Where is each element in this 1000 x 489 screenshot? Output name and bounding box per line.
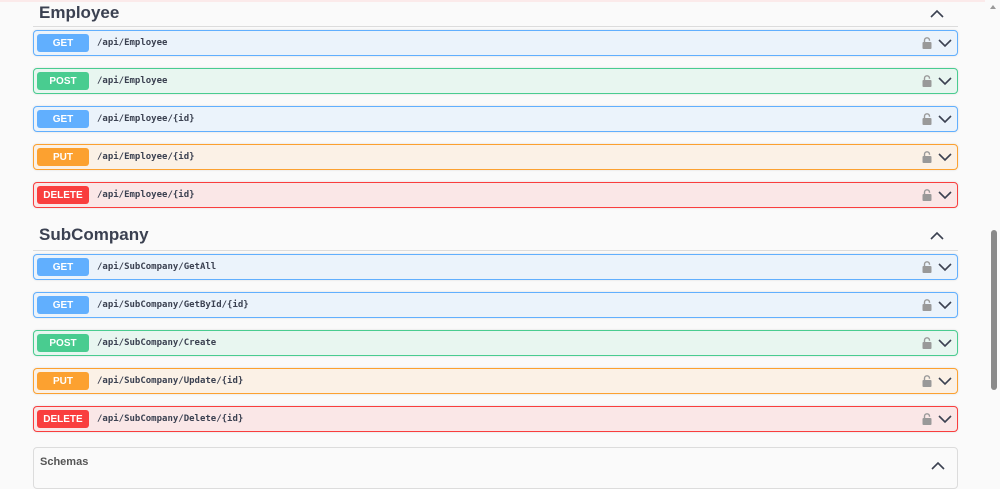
operation-path: /api/Employee/{id} xyxy=(97,152,195,162)
operations-container: Employee GET /api/Employee POST /api/Emp… xyxy=(33,0,958,444)
tag-section-subcompany: SubCompany GET /api/SubCompany/GetAll GE… xyxy=(33,220,958,432)
method-badge: DELETE xyxy=(37,410,89,428)
chevron-down-icon[interactable] xyxy=(938,262,952,272)
operation-path: /api/Employee xyxy=(97,76,168,86)
lock-icon[interactable] xyxy=(922,337,932,349)
tag-header-employee[interactable]: Employee xyxy=(33,0,958,27)
method-badge: PUT xyxy=(37,372,89,390)
lock-icon[interactable] xyxy=(922,151,932,163)
lock-icon[interactable] xyxy=(922,37,932,49)
operation-path: /api/SubCompany/Update/{id} xyxy=(97,376,244,386)
lock-icon[interactable] xyxy=(922,189,932,201)
chevron-down-icon[interactable] xyxy=(938,114,952,124)
scroll-up-arrow-icon[interactable] xyxy=(990,5,996,9)
method-badge: PUT xyxy=(37,148,89,166)
lock-icon[interactable] xyxy=(922,261,932,273)
lock-icon[interactable] xyxy=(922,375,932,387)
operation-path: /api/SubCompany/Create xyxy=(97,338,217,348)
chevron-up-icon[interactable] xyxy=(931,457,945,475)
operation-path: /api/SubCompany/Delete/{id} xyxy=(97,414,244,424)
method-badge: GET xyxy=(37,110,89,128)
method-badge: POST xyxy=(37,334,89,352)
operation-put-subcompany-update[interactable]: PUT /api/SubCompany/Update/{id} xyxy=(33,368,958,394)
operation-get-employee-by-id[interactable]: GET /api/Employee/{id} xyxy=(33,106,958,132)
method-badge: POST xyxy=(37,72,89,90)
chevron-up-icon[interactable] xyxy=(922,231,952,240)
tag-title: Employee xyxy=(39,3,120,22)
lock-icon[interactable] xyxy=(922,75,932,87)
scrollbar-thumb[interactable] xyxy=(991,230,997,390)
operation-put-employee[interactable]: PUT /api/Employee/{id} xyxy=(33,144,958,170)
chevron-down-icon[interactable] xyxy=(938,376,952,386)
operation-delete-employee[interactable]: DELETE /api/Employee/{id} xyxy=(33,182,958,208)
tag-header-subcompany[interactable]: SubCompany xyxy=(33,220,958,251)
operation-get-employee[interactable]: GET /api/Employee xyxy=(33,30,958,56)
chevron-down-icon[interactable] xyxy=(938,76,952,86)
operation-path: /api/Employee/{id} xyxy=(97,114,195,124)
operation-path: /api/Employee/{id} xyxy=(97,190,195,200)
method-badge: DELETE xyxy=(37,186,89,204)
tag-section-employee: Employee GET /api/Employee POST /api/Emp… xyxy=(33,0,958,208)
operation-get-subcompany-all[interactable]: GET /api/SubCompany/GetAll xyxy=(33,254,958,280)
operation-get-subcompany-by-id[interactable]: GET /api/SubCompany/GetById/{id} xyxy=(33,292,958,318)
chevron-up-icon[interactable] xyxy=(922,9,952,18)
operation-post-subcompany-create[interactable]: POST /api/SubCompany/Create xyxy=(33,330,958,356)
operation-post-employee[interactable]: POST /api/Employee xyxy=(33,68,958,94)
chevron-down-icon[interactable] xyxy=(938,300,952,310)
top-edge xyxy=(0,0,985,2)
chevron-down-icon[interactable] xyxy=(938,338,952,348)
chevron-down-icon[interactable] xyxy=(938,152,952,162)
lock-icon[interactable] xyxy=(922,413,932,425)
chevron-down-icon[interactable] xyxy=(938,190,952,200)
lock-icon[interactable] xyxy=(922,113,932,125)
chevron-down-icon[interactable] xyxy=(938,414,952,424)
tag-title: SubCompany xyxy=(39,225,149,244)
operation-path: /api/Employee xyxy=(97,38,168,48)
schemas-title: Schemas xyxy=(40,456,89,468)
operation-path: /api/SubCompany/GetAll xyxy=(97,262,217,272)
schemas-section[interactable]: Schemas xyxy=(33,447,958,489)
method-badge: GET xyxy=(37,296,89,314)
operation-delete-subcompany[interactable]: DELETE /api/SubCompany/Delete/{id} xyxy=(33,406,958,432)
chevron-down-icon[interactable] xyxy=(938,38,952,48)
method-badge: GET xyxy=(37,258,89,276)
operation-path: /api/SubCompany/GetById/{id} xyxy=(97,300,249,310)
lock-icon[interactable] xyxy=(922,299,932,311)
vertical-scrollbar[interactable] xyxy=(986,0,1000,473)
method-badge: GET xyxy=(37,34,89,52)
